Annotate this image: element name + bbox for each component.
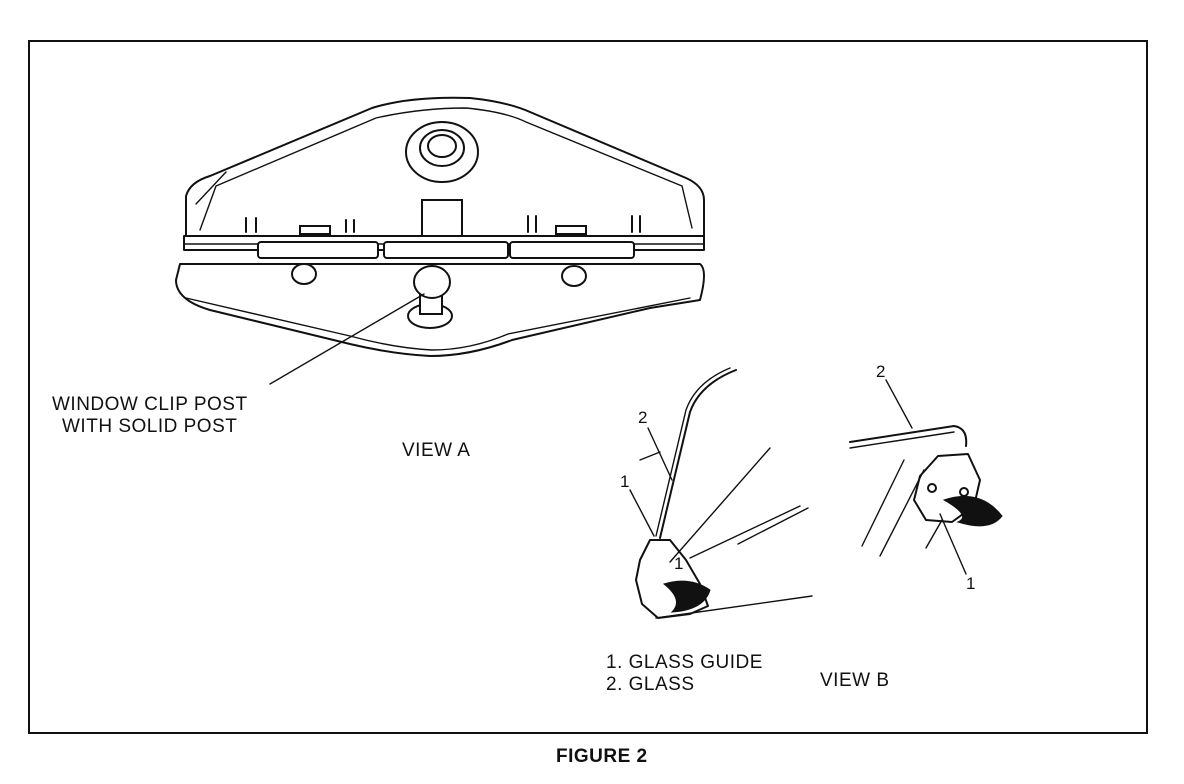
view-b-label: VIEW B: [820, 670, 890, 691]
glass-guide-right: [849, 379, 1003, 575]
callout-solid-post: WITH SOLID POST: [62, 416, 238, 437]
view-a-label: VIEW A: [402, 440, 471, 461]
glass-guide-left: [629, 367, 813, 619]
callout-window-clip-post: WINDOW CLIP POST: [52, 394, 248, 415]
callout-guide-right: 1: [966, 574, 976, 593]
callout-guide-left: 1: [620, 472, 630, 491]
callout-glass-right: 2: [876, 362, 886, 381]
legend-item-glass: 2. GLASS: [606, 674, 695, 695]
legend-item-glass-guide: 1. GLASS GUIDE: [606, 652, 763, 673]
figure-frame: [28, 40, 1148, 734]
window-clip-assembly: [175, 96, 705, 385]
callout-glass-left: 2: [638, 408, 648, 427]
callout-guide-left-inner: 1: [674, 554, 684, 573]
figure-title: FIGURE 2: [556, 746, 648, 767]
